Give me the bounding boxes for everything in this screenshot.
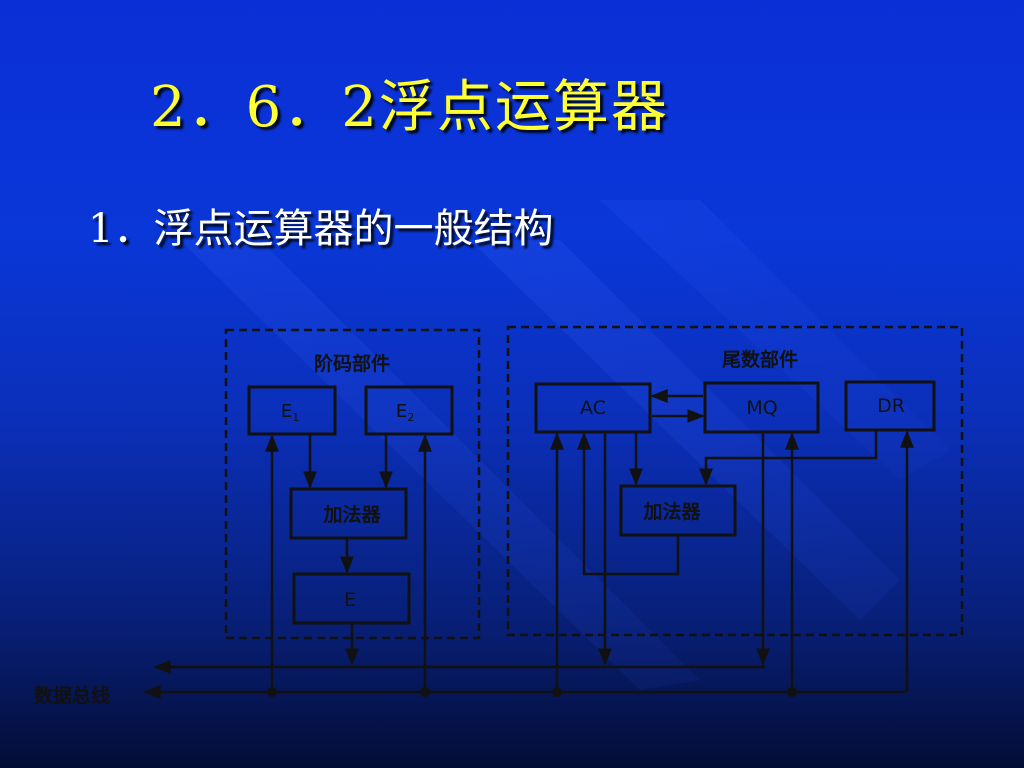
dr-label: DR: [877, 395, 905, 417]
e2-subscript: 2: [407, 411, 414, 424]
ac-register: AC: [534, 382, 652, 434]
data-bus-label: 数据总线: [34, 684, 110, 707]
e1-label: E: [281, 401, 292, 422]
dr-register: DR: [844, 380, 936, 432]
mq-label: MQ: [746, 397, 777, 419]
e2-label: E: [396, 401, 407, 422]
e-register: E: [292, 572, 411, 625]
mq-register: MQ: [703, 381, 820, 434]
mantissa-adder-label: 加法器: [642, 500, 701, 523]
mantissa-adder: 加法器: [619, 484, 737, 537]
connection-lines: [143, 389, 914, 699]
slide-title: 2．6．2浮点运算器: [150, 75, 669, 140]
exponent-unit-container: [224, 328, 481, 640]
mantissa-unit-label: 尾数部件: [722, 348, 798, 371]
e-register-label: E: [344, 589, 356, 611]
svg-text:E2: E2: [396, 401, 414, 424]
exponent-unit-label: 阶码部件: [314, 352, 390, 375]
e2-register: E2: [364, 385, 454, 436]
bus-junctions: [267, 687, 797, 697]
svg-text:E1: E1: [281, 401, 299, 424]
mantissa-unit-container: [506, 325, 964, 637]
exponent-adder: 加法器: [289, 487, 408, 540]
e1-subscript: 1: [292, 411, 299, 424]
exponent-adder-label: 加法器: [322, 503, 381, 526]
ac-label: AC: [580, 397, 606, 419]
slide-subtitle: 1．浮点运算器的一般结构: [88, 206, 554, 252]
e1-register: E1: [247, 385, 337, 436]
